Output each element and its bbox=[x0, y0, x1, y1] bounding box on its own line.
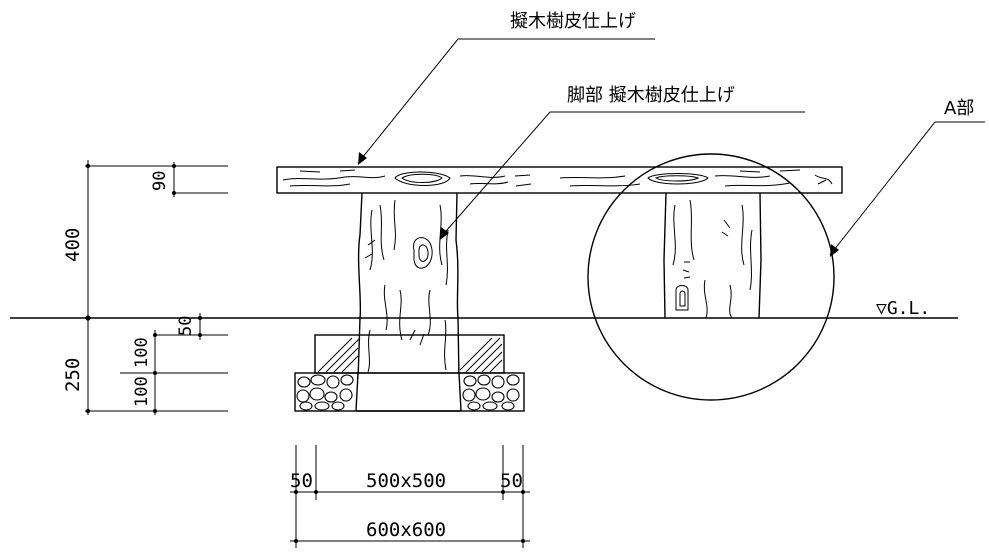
gravel-base-layer bbox=[294, 372, 525, 412]
leader-leg-arrowhead bbox=[440, 227, 449, 240]
dim-text-250: 250 bbox=[62, 358, 84, 392]
leader-top-arrowhead bbox=[358, 152, 367, 165]
dim-text-100-lower: 100 bbox=[132, 376, 152, 407]
detail-a-circle bbox=[587, 153, 835, 401]
leader-a-arrowhead bbox=[830, 244, 839, 257]
label-ground-level: ▽G.L. bbox=[876, 298, 930, 319]
dim-text-50-right: 50 bbox=[500, 470, 523, 492]
label-leg-finish: 脚部 擬木樹皮仕上げ bbox=[567, 85, 735, 106]
label-top-finish: 擬木樹皮仕上げ bbox=[510, 11, 636, 32]
bench-seat-board bbox=[276, 166, 843, 194]
dim-text-90: 90 bbox=[150, 171, 170, 191]
label-detail-a: A部 bbox=[944, 98, 974, 119]
bench-leg-left bbox=[357, 192, 460, 381]
dim-text-600: 600x600 bbox=[366, 519, 446, 541]
bench-leg-right bbox=[663, 192, 762, 319]
dim-text-100-upper: 100 bbox=[132, 337, 152, 368]
dim-text-400: 400 bbox=[62, 228, 84, 262]
leader-top-finish bbox=[357, 38, 655, 164]
leader-detail-a bbox=[829, 121, 985, 256]
dim-text-50-left: 50 bbox=[290, 470, 313, 492]
dim-text-500: 500x500 bbox=[366, 470, 446, 492]
foundation-block bbox=[314, 334, 505, 374]
dim-text-50: 50 bbox=[176, 316, 196, 336]
leader-leg-finish bbox=[439, 111, 805, 239]
